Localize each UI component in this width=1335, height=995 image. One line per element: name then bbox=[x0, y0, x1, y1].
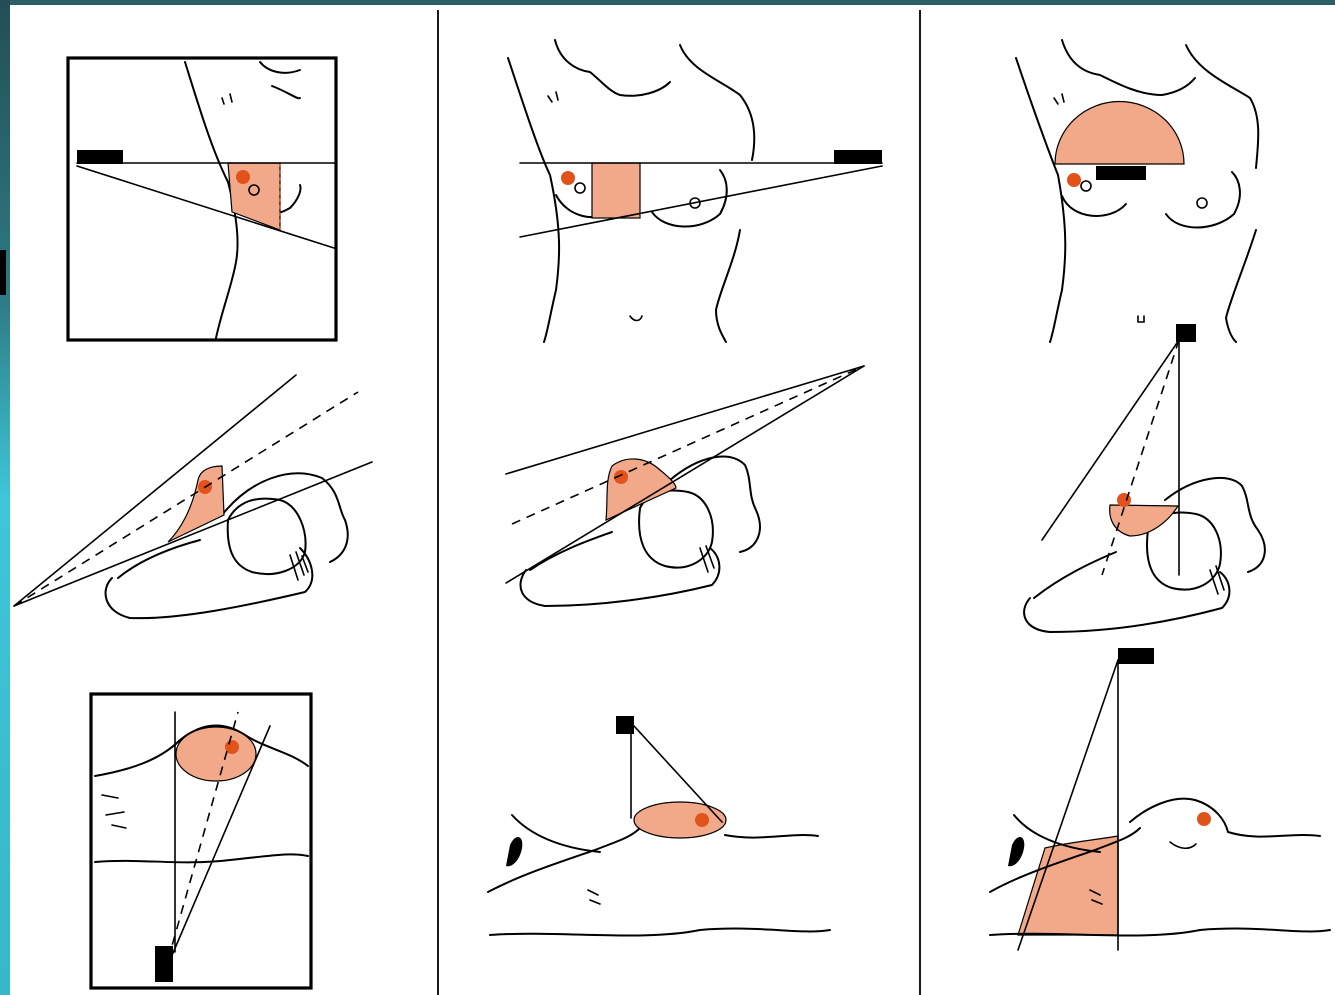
beam-source-block bbox=[1118, 648, 1154, 664]
panel-side-view-wide-field bbox=[990, 648, 1330, 950]
shoulder-outline-right bbox=[1186, 45, 1258, 168]
torso-outline-right bbox=[1226, 230, 1256, 342]
beam-line-oblique bbox=[77, 166, 334, 248]
upper-arm-outline bbox=[1034, 552, 1116, 598]
treatment-field bbox=[606, 459, 676, 520]
left-breast-outline bbox=[1062, 196, 1126, 216]
tumor-dot bbox=[1197, 812, 1211, 826]
left-edge-mark bbox=[0, 250, 6, 295]
treatment-field bbox=[1055, 102, 1184, 164]
torso-outline-right bbox=[716, 230, 740, 342]
shoulder-outline-right bbox=[680, 45, 754, 160]
clavicle-mark bbox=[222, 94, 232, 104]
face-silhouette bbox=[1008, 837, 1024, 866]
navel-mark bbox=[630, 316, 642, 321]
treatment-field bbox=[1110, 505, 1178, 536]
beam-line-lower bbox=[14, 462, 372, 606]
beam-source-block bbox=[1096, 166, 1146, 180]
panel-lateral-vertical-view bbox=[1024, 324, 1265, 632]
nipple-mark-left bbox=[1081, 181, 1091, 191]
face-silhouette bbox=[506, 837, 522, 866]
navel-mark bbox=[1138, 316, 1144, 322]
beam-central-axis bbox=[512, 366, 864, 524]
tumor-dot bbox=[1067, 173, 1081, 187]
nipple-mark-left bbox=[575, 183, 585, 193]
hair-outline bbox=[1165, 478, 1265, 572]
beam-line-lower bbox=[506, 366, 864, 583]
upper-arm-outline bbox=[530, 532, 612, 570]
arm-outline bbox=[1024, 572, 1229, 632]
beam-line-upper bbox=[14, 375, 296, 606]
beam-source-block bbox=[834, 150, 882, 164]
rib-marks bbox=[102, 795, 126, 828]
panel-frame bbox=[68, 58, 336, 340]
shoulder-outline bbox=[272, 86, 300, 98]
neck-outline bbox=[555, 40, 670, 96]
right-breast-outline bbox=[1166, 172, 1240, 228]
panel-front-view-semicircle-field bbox=[1016, 40, 1258, 342]
left-edge-strip bbox=[0, 0, 10, 995]
neck-outline bbox=[260, 62, 300, 73]
treatment-field bbox=[592, 163, 640, 218]
clavicle-mark bbox=[1054, 94, 1064, 104]
panel-axial-boxed-view bbox=[91, 694, 311, 988]
panel-lateral-tangent-view bbox=[14, 375, 372, 618]
beam-source-block bbox=[77, 150, 123, 164]
treatment-field bbox=[168, 466, 224, 542]
head-outline bbox=[639, 491, 713, 568]
nipple-mark-right bbox=[1197, 198, 1207, 208]
treatment-field bbox=[634, 802, 726, 838]
torso-outline-left bbox=[1016, 58, 1065, 342]
hair-outline bbox=[222, 473, 348, 562]
torso-outline-left bbox=[185, 62, 238, 338]
tumor-dot bbox=[561, 171, 575, 185]
body-contour-lower bbox=[95, 854, 308, 862]
clavicle-mark bbox=[548, 92, 558, 102]
breast-fold bbox=[1170, 842, 1196, 848]
breast-contour bbox=[1130, 799, 1320, 837]
body-contour-right bbox=[725, 835, 818, 838]
table-line bbox=[490, 929, 830, 936]
body-contour-shoulder bbox=[512, 815, 600, 852]
panel-front-view-horizontal-beam bbox=[508, 40, 882, 342]
beam-central-axis bbox=[1102, 340, 1179, 575]
beam-line-upper bbox=[506, 366, 864, 474]
arm-outline bbox=[106, 548, 313, 618]
panel-lateral-oblique-view bbox=[506, 366, 864, 606]
tumor-dot bbox=[236, 170, 250, 184]
neck-outline bbox=[1062, 40, 1195, 95]
hair-outline bbox=[670, 457, 760, 552]
tumor-dot bbox=[695, 813, 709, 827]
treatment-field bbox=[176, 727, 256, 781]
treatment-field bbox=[1018, 836, 1118, 935]
beam-central-axis bbox=[14, 392, 358, 606]
panel-front-view-boxed bbox=[68, 58, 336, 340]
hand-fingers bbox=[290, 552, 308, 580]
panel-side-view-vertical-beam bbox=[488, 716, 830, 936]
top-edge-strip bbox=[0, 0, 1335, 5]
beam-source-block bbox=[155, 946, 173, 982]
arm-marks bbox=[588, 890, 600, 904]
head-outline bbox=[228, 499, 306, 574]
